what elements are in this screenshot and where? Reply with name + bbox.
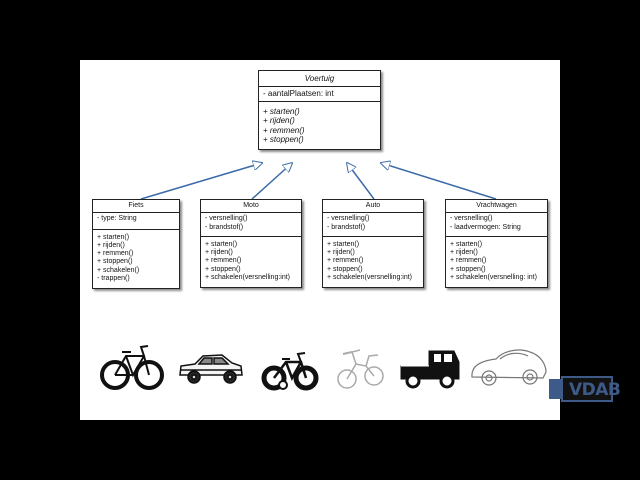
- attributes: - type: String: [93, 213, 179, 230]
- operations: + starten() + rijden() + remmen() + stop…: [323, 237, 423, 287]
- operation: + starten(): [205, 240, 238, 248]
- operation: + rijden(): [327, 249, 355, 257]
- operation: + rijden(): [450, 249, 478, 257]
- class-name: Fiets: [93, 200, 179, 214]
- operation: + stoppen(): [450, 265, 486, 273]
- attribute: - versnelling(): [450, 215, 493, 223]
- arrow-auto: [347, 163, 375, 200]
- attribute: - brandstof(): [205, 223, 244, 231]
- operation: + schakelen(versnelling: int): [450, 274, 537, 282]
- operation: + starten(): [97, 233, 130, 241]
- operation: + rijden(): [205, 249, 233, 257]
- operation: + remmen(): [97, 250, 134, 258]
- attributes: - versnelling() - brandstof(): [323, 213, 423, 237]
- operation: + schakelen(): [97, 266, 140, 274]
- bicycle-icon: [100, 345, 164, 390]
- attribute: - versnelling(): [205, 215, 248, 223]
- class-name: Moto: [201, 200, 301, 214]
- class-vrachtwagen: Vrachtwagen - versnelling() - laadvermog…: [445, 199, 548, 289]
- operations: + starten() + rijden() + remmen() + stop…: [446, 237, 547, 287]
- operation: + starten(): [327, 240, 360, 248]
- pickup-truck-icon: [400, 350, 460, 389]
- attributes: - versnelling() - brandstof(): [201, 213, 301, 237]
- operation: + stoppen(): [263, 135, 304, 145]
- operation: + schakelen(versnelling:int): [327, 274, 413, 282]
- operation: + remmen(): [327, 257, 364, 265]
- class-voertuig: Voertuig - aantalPlaatsen: int + starten…: [258, 70, 381, 151]
- class-name: Vrachtwagen: [446, 200, 547, 214]
- vdab-logo: VDAB: [561, 376, 621, 402]
- attribute: - aantalPlaatsen: int: [263, 89, 334, 99]
- class-name: Auto: [323, 200, 423, 214]
- attribute: - type: String: [97, 215, 137, 223]
- attribute: - laadvermogen: String: [450, 223, 521, 231]
- arrow-moto: [251, 163, 292, 200]
- operation: + remmen(): [263, 125, 305, 135]
- class-fiets: Fiets - type: String + starten() + rijde…: [92, 199, 180, 290]
- attributes: - versnelling() - laadvermogen: String: [446, 213, 547, 237]
- operation: - trappen(): [97, 275, 130, 283]
- logo-accent: [549, 379, 563, 399]
- operations: + starten() + rijden() + remmen() + stop…: [93, 230, 179, 289]
- operation: + remmen(): [450, 257, 487, 265]
- kids-bike-icon: [261, 352, 319, 391]
- moped-icon: [337, 349, 384, 389]
- operation: + remmen(): [205, 257, 242, 265]
- class-name: Voertuig: [259, 71, 380, 88]
- arrow-fiets: [140, 163, 262, 200]
- sports-car-icon: [471, 349, 547, 386]
- operation: + stoppen(): [327, 265, 363, 273]
- attribute: - versnelling(): [327, 215, 370, 223]
- operations: + starten() + rijden() + remmen() + stop…: [201, 237, 301, 287]
- operation: + stoppen(): [205, 265, 241, 273]
- operation: + schakelen(versnelling:int): [205, 274, 291, 282]
- attributes: - aantalPlaatsen: int: [259, 87, 380, 102]
- operation: + starten(): [450, 240, 483, 248]
- operation: + starten(): [263, 106, 300, 116]
- class-moto: Moto - versnelling() - brandstof() + sta…: [200, 199, 302, 289]
- attribute: - brandstof(): [327, 223, 366, 231]
- class-auto: Auto - versnelling() - brandstof() + sta…: [322, 199, 424, 289]
- classic-car-icon: [179, 354, 243, 384]
- operations: + starten() + rijden() + remmen() + stop…: [259, 102, 380, 150]
- logo-text: VDAB: [569, 380, 621, 400]
- operation: + rijden(): [263, 116, 295, 126]
- operation: + rijden(): [97, 241, 125, 249]
- arrow-vrachtwagen: [381, 163, 497, 200]
- operation: + stoppen(): [97, 258, 133, 266]
